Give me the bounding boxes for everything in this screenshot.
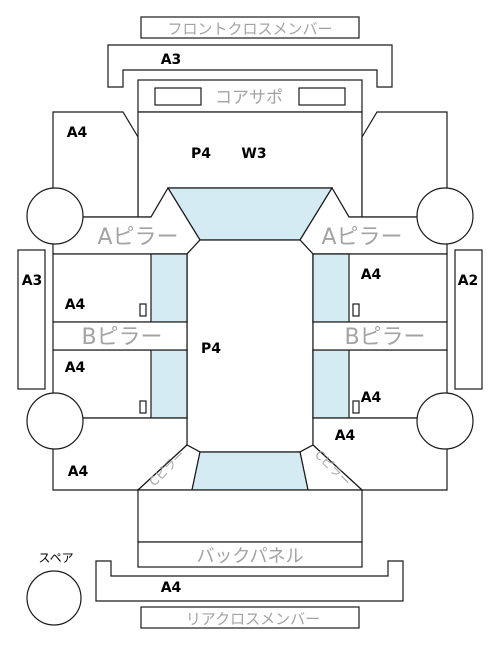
- trunk-lid[interactable]: [137, 489, 363, 543]
- rear-left-wheel[interactable]: [26, 392, 84, 450]
- front-cross-member-box[interactable]: [140, 16, 360, 39]
- right-rocker-panel[interactable]: [454, 249, 483, 390]
- spare-tire[interactable]: [26, 570, 82, 626]
- front-left-wheel[interactable]: [26, 187, 84, 245]
- right-headlight: [298, 87, 346, 106]
- roof-code: P4: [201, 341, 221, 357]
- rear-left-door-code: A4: [65, 360, 86, 376]
- b-pillar-left[interactable]: [52, 321, 188, 351]
- rear-right-door-window: [312, 349, 350, 419]
- right-rear-quarter-code: A4: [335, 428, 356, 444]
- rear-left-door-handle: [139, 400, 147, 414]
- b-pillar-right-label: Bピラー: [344, 325, 425, 350]
- left-rocker-panel[interactable]: [17, 249, 46, 390]
- front-bumper[interactable]: [107, 44, 393, 88]
- left-headlight: [154, 87, 202, 106]
- front-right-door-handle: [352, 303, 360, 317]
- front-right-door-window: [312, 253, 350, 323]
- back-panel-label: バックパネル: [196, 546, 303, 567]
- a-pillar-left-label: Aピラー: [97, 225, 178, 250]
- a-pillar-right-label: Aピラー: [321, 225, 402, 250]
- front-cross-member-label: フロントクロスメンバー: [167, 20, 332, 38]
- spare-tire-label: スペア: [38, 551, 73, 565]
- front-right-door-code: A4: [361, 267, 382, 283]
- core-support-label: コアサポ: [215, 88, 283, 108]
- back-panel-box[interactable]: [137, 541, 363, 568]
- front-left-door-code: A4: [65, 297, 86, 313]
- rear-cross-member-box[interactable]: [140, 606, 360, 629]
- right-rocker-code: A2: [458, 273, 479, 289]
- b-pillar-right[interactable]: [312, 321, 448, 351]
- front-left-door-window: [150, 253, 188, 323]
- rear-right-door-code: A4: [361, 390, 382, 406]
- rear-left-door-window: [150, 349, 188, 419]
- hood-code-w3: W3: [241, 146, 266, 162]
- left-rear-quarter-code: A4: [68, 464, 89, 480]
- front-left-fender-code: A4: [67, 125, 88, 141]
- rear-right-wheel[interactable]: [416, 392, 474, 450]
- rear-cross-member-label: リアクロスメンバー: [186, 610, 320, 628]
- rear-bumper[interactable]: [95, 560, 404, 602]
- rear-right-door-handle: [352, 400, 360, 414]
- rear-window[interactable]: [191, 451, 309, 491]
- rear-bumper-code: A4: [161, 580, 182, 596]
- front-left-door-handle: [139, 303, 147, 317]
- b-pillar-left-label: Bピラー: [81, 325, 162, 350]
- front-bumper-code: A3: [161, 52, 182, 68]
- left-rocker-code: A3: [22, 273, 43, 289]
- hood-code-p4: P4: [191, 146, 211, 162]
- front-right-wheel[interactable]: [416, 187, 474, 245]
